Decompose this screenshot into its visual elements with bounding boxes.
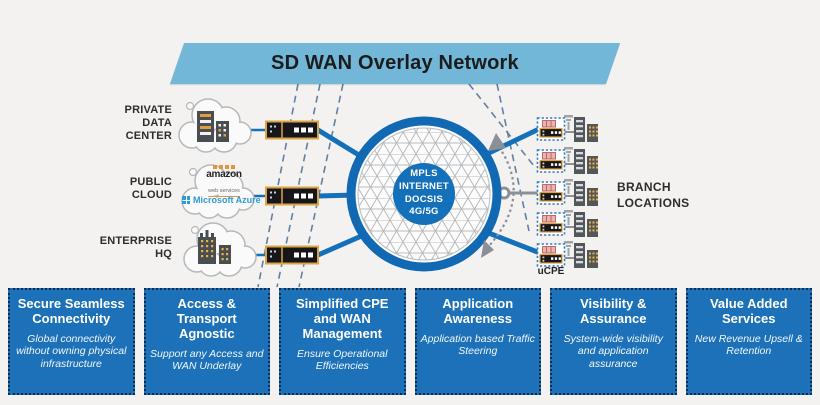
benefit-subtitle: Global connectivity without owning physi… [16,332,127,370]
benefit-subtitle: System-wide visibility and application a… [563,332,663,370]
benefit-subtitle: Support any Access and WAN Underlay [150,347,264,373]
ucpe-device-icon [536,114,599,143]
benefit-card-simplified-cpe: Simplified CPE and WAN Management Ensure… [279,288,406,395]
benefit-subtitle: Application based Traffic Steering [420,332,535,358]
enterprise-hq-label: ENTERPRISE HQ [99,235,172,260]
public-cloud-label: PUBLIC CLOUD [129,176,172,201]
benefit-card-secure-connectivity: Secure Seamless Connectivity Global conn… [8,288,135,395]
benefit-card-value-added-services: Value Added Services New Revenue Upsell … [685,288,812,395]
benefit-title: Visibility & Assurance [580,296,647,326]
underlay-gray-link [497,186,538,200]
azure-logo-text: Microsoft Azure [193,195,261,205]
cpe-device-icon [265,186,319,206]
benefit-card-transport-agnostic: Access & Transport Agnostic Support any … [143,288,270,395]
hq-building-icon [198,230,231,264]
benefit-card-visibility-assurance: Visibility & Assurance System-wide visib… [550,288,677,395]
ucpe-device-icon [536,146,599,175]
aws-logo: amazon web services [193,165,255,197]
aws-logo-blocks [193,165,255,169]
globe-icon [346,116,502,272]
microsoft-logo-icon [182,196,190,204]
branch-locations-label: BRANCH LOCATIONS [617,180,690,210]
benefit-card-application-awareness: Application Awareness Application based … [414,288,541,395]
benefit-subtitle: Ensure Operational Efficiencies [297,347,388,373]
benefit-title: Secure Seamless Connectivity [17,296,125,326]
overlay-network-banner: SD WAN Overlay Network [170,43,621,84]
benefit-subtitle: New Revenue Upsell & Retention [694,332,803,358]
banner-title: SD WAN Overlay Network [271,52,519,74]
aws-logo-text: amazon [206,169,242,180]
ucpe-label: uCPE [537,266,565,277]
network-diagram-canvas [178,83,599,288]
benefit-title: Simplified CPE and WAN Management [296,296,389,341]
cpe-device-icon [265,120,319,140]
benefit-title: Value Added Services [709,296,788,326]
ucpe-device-icon [536,209,599,238]
core-network-label: MPLS INTERNET DOCSIS 4G/5G [399,168,449,218]
benefits-row: Secure Seamless Connectivity Global conn… [8,288,812,395]
private-dc-label: PRIVATE DATA CENTER [124,104,172,142]
datacenter-building-icon [197,111,229,142]
azure-logo: Microsoft Azure [182,195,261,205]
benefit-title: Application Awareness [442,296,514,326]
cloud-icon [178,98,252,153]
ucpe-device-icon [536,240,599,269]
redirect-arc-arrow-icon [481,133,515,258]
benefit-title: Access & Transport Agnostic [176,296,237,341]
ucpe-device-icon [536,178,599,207]
aws-logo-subtext: web services [208,188,240,197]
cpe-device-icon [265,245,319,265]
